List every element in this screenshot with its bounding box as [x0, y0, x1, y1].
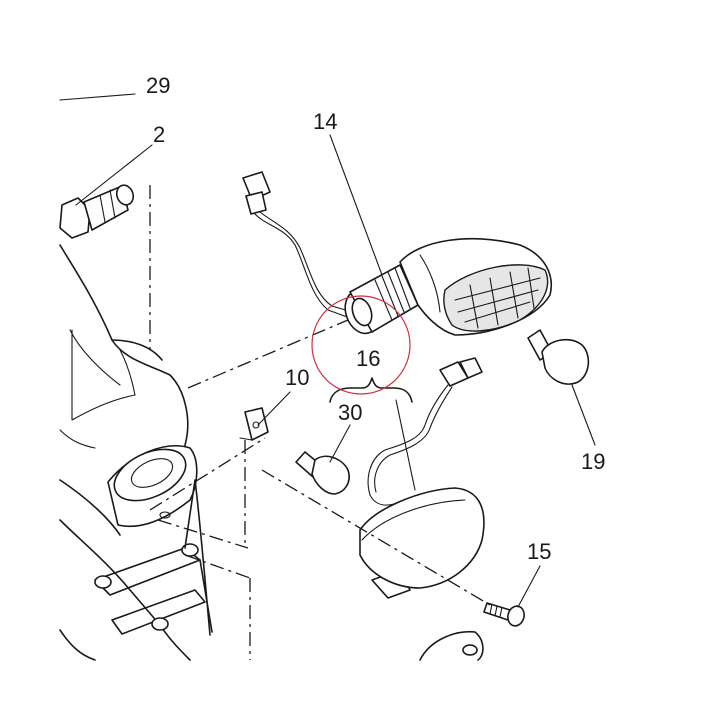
callout-16: 16	[356, 346, 380, 371]
callout-29: 29	[146, 73, 170, 98]
part-15-screw	[483, 602, 525, 627]
callout-10: 10	[285, 365, 309, 390]
leader-lines	[59, 93, 596, 608]
fairing-frame	[59, 244, 484, 661]
callout-15: 15	[527, 539, 551, 564]
part-10-clip	[239, 407, 269, 441]
callout-30: 30	[338, 400, 362, 425]
callout-2: 2	[153, 122, 165, 147]
part-19-bulb	[527, 329, 590, 385]
front-indicator	[359, 357, 485, 599]
callout-19: 19	[581, 449, 605, 474]
alignment-lines	[149, 185, 491, 660]
highlight-circle	[311, 295, 411, 395]
callout-labels: 29 2 14 16 10 30 19 15	[146, 73, 605, 564]
part-30-bulb	[295, 451, 350, 495]
part-2-bolt	[59, 184, 135, 239]
part-14-indicator-lamp	[242, 171, 552, 336]
callout-14: 14	[313, 109, 337, 134]
